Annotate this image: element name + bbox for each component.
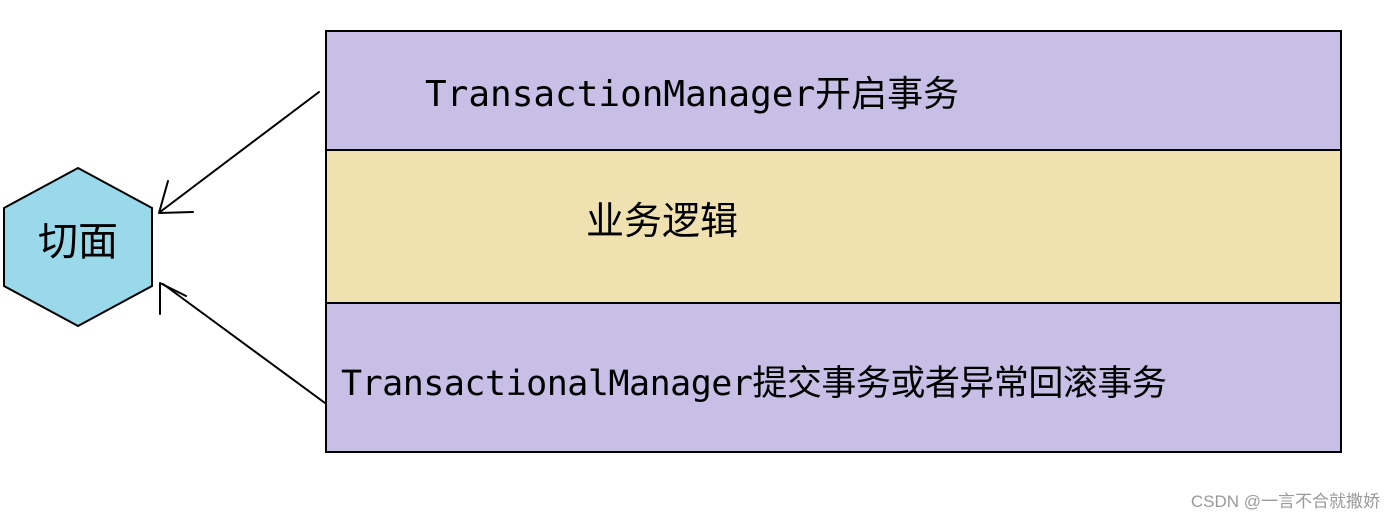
layer-business-logic <box>325 149 1342 304</box>
layer-top-label: TransactionManager开启事务 <box>425 74 960 115</box>
layer-bottom-label: TransactionalManager提交事务或者异常回滚事务 <box>341 364 1167 404</box>
layer-middle-label: 业务逻辑 <box>586 199 739 243</box>
aspect-hexagon <box>3 166 153 328</box>
aspect-label: 切面 <box>38 219 118 265</box>
layer-transaction-begin <box>325 30 1342 151</box>
layer-transaction-commit-rollback <box>325 302 1342 453</box>
arrow-bottom-to-aspect <box>159 282 326 404</box>
watermark: CSDN @一言不合就撒娇 <box>1190 492 1380 511</box>
arrow-top-to-aspect <box>158 91 320 214</box>
